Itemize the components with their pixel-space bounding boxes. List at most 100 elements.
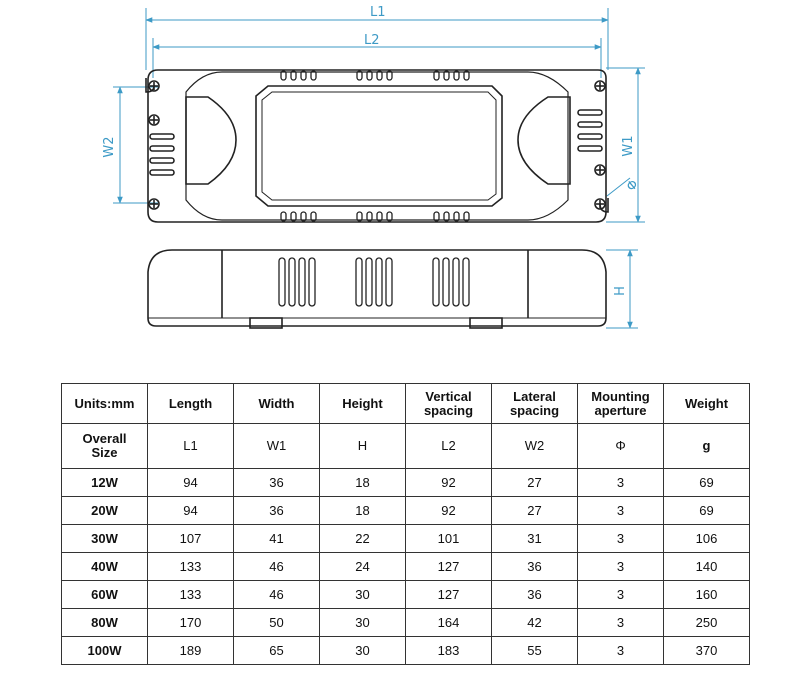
side-view <box>147 249 607 329</box>
table-cell: 18 <box>319 496 406 525</box>
table-cell: 36 <box>233 468 320 497</box>
table-cell: 164 <box>405 608 492 637</box>
table-cell: 133 <box>147 580 234 609</box>
table-cell: 50 <box>233 608 320 637</box>
table-cell: 94 <box>147 468 234 497</box>
table-cell: 46 <box>233 580 320 609</box>
header-mounting-line1: Mounting <box>591 388 650 404</box>
table-cell: 127 <box>405 552 492 581</box>
table-cell: 36 <box>233 496 320 525</box>
table-cell: 370 <box>663 636 750 665</box>
table-cell: 94 <box>147 496 234 525</box>
label-l2: L2 <box>364 33 380 48</box>
header-vertical-line2: spacing <box>423 402 474 418</box>
units-cell: Units:mm <box>61 383 148 424</box>
table-cell: 3 <box>577 552 664 581</box>
spec-table: Units:mm Length Width Height Vertical sp… <box>61 383 750 665</box>
header-length: Length <box>147 383 234 424</box>
symbol-phi: Φ <box>577 423 664 469</box>
table-cell: 69 <box>663 496 750 525</box>
table-cell: 42 <box>491 608 578 637</box>
label-phi: Φ <box>624 177 641 195</box>
row-size-label: 100W <box>61 636 148 665</box>
technical-drawing: L1 L2 W2 W1 H Φ <box>102 5 645 329</box>
symbol-w2: W2 <box>491 423 578 469</box>
table-cell: 31 <box>491 524 578 553</box>
symbol-l1: L1 <box>147 423 234 469</box>
header-vertical-line1: Vertical <box>425 388 472 404</box>
table-cell: 18 <box>319 468 406 497</box>
row-size-label: 30W <box>61 524 148 553</box>
symbol-g: g <box>663 423 750 469</box>
table-cell: 69 <box>663 468 750 497</box>
table-cell: 55 <box>491 636 578 665</box>
header-width: Width <box>233 383 320 424</box>
header-vertical-spacing: Vertical spacing <box>405 383 492 424</box>
table-cell: 106 <box>663 524 750 553</box>
table-cell: 101 <box>405 524 492 553</box>
table-cell: 46 <box>233 552 320 581</box>
table-cell: 24 <box>319 552 406 581</box>
table-cell: 250 <box>663 608 750 637</box>
table-cell: 3 <box>577 496 664 525</box>
label-h: H <box>613 286 628 296</box>
header-weight: Weight <box>663 383 750 424</box>
table-cell: 92 <box>405 496 492 525</box>
row-size-label: 60W <box>61 580 148 609</box>
row-size-label: 20W <box>61 496 148 525</box>
table-cell: 133 <box>147 552 234 581</box>
table-cell: 3 <box>577 636 664 665</box>
row-size-label: 12W <box>61 468 148 497</box>
table-cell: 3 <box>577 524 664 553</box>
header-height: Height <box>319 383 406 424</box>
table-cell: 170 <box>147 608 234 637</box>
symbol-h: H <box>319 423 406 469</box>
label-l1: L1 <box>370 5 386 20</box>
header-mounting-aperture: Mounting aperture <box>577 383 664 424</box>
table-cell: 30 <box>319 636 406 665</box>
header-row: Units:mm Length Width Height Vertical sp… <box>61 383 750 424</box>
top-view <box>145 69 609 223</box>
table-cell: 30 <box>319 580 406 609</box>
symbol-l2: L2 <box>405 423 492 469</box>
header-lateral-line2: spacing <box>509 402 560 418</box>
table-cell: 65 <box>233 636 320 665</box>
table-cell: 36 <box>491 552 578 581</box>
overall-line1: Overall <box>82 431 127 447</box>
header-mounting-line2: aperture <box>594 402 647 418</box>
overall-line2: Size <box>91 445 118 460</box>
table-cell: 41 <box>233 524 320 553</box>
label-w2: W2 <box>102 136 117 157</box>
table-cell: 36 <box>491 580 578 609</box>
table-cell: 3 <box>577 468 664 497</box>
table-cell: 30 <box>319 608 406 637</box>
overall-size-cell: Overall Size <box>61 423 148 469</box>
table-cell: 3 <box>577 580 664 609</box>
header-lateral-line1: Lateral <box>513 388 556 404</box>
table-cell: 3 <box>577 608 664 637</box>
table-cell: 160 <box>663 580 750 609</box>
table-cell: 27 <box>491 496 578 525</box>
row-size-label: 40W <box>61 552 148 581</box>
table-cell: 22 <box>319 524 406 553</box>
table-cell: 107 <box>147 524 234 553</box>
table-cell: 127 <box>405 580 492 609</box>
table-cell: 27 <box>491 468 578 497</box>
header-lateral-spacing: Lateral spacing <box>491 383 578 424</box>
symbol-w1: W1 <box>233 423 320 469</box>
dimension-lines <box>113 8 645 329</box>
row-size-label: 80W <box>61 608 148 637</box>
table-cell: 140 <box>663 552 750 581</box>
table-cell: 183 <box>405 636 492 665</box>
table-cell: 92 <box>405 468 492 497</box>
label-w1: W1 <box>621 135 636 156</box>
table-cell: 189 <box>147 636 234 665</box>
